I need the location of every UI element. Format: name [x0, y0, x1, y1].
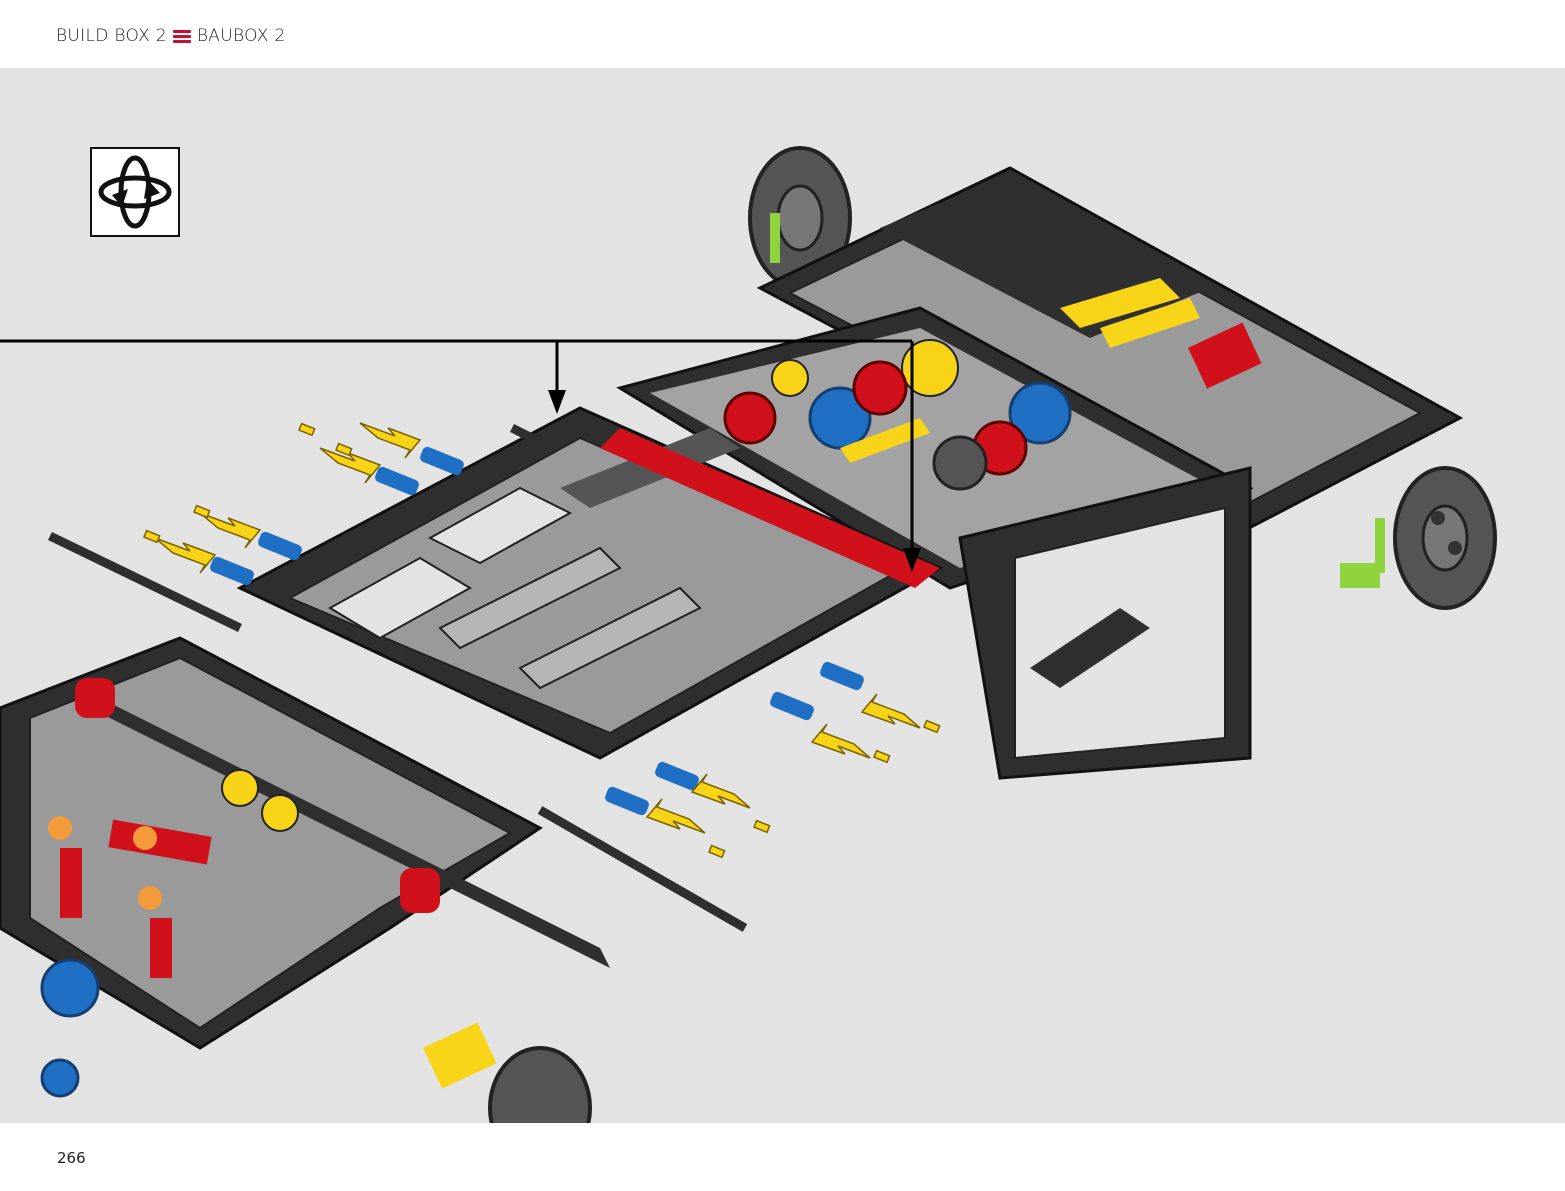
insertion-arrows: [143, 422, 941, 859]
long-axles: [48, 423, 748, 932]
rear-frame: [756, 166, 1464, 588]
rear-right-wheel: [1393, 466, 1497, 610]
main-chassis: [236, 406, 944, 760]
pins-right: [605, 661, 864, 816]
build-box-label: BUILD BOX 2 BAUBOX 2: [56, 26, 285, 46]
front-frame: [0, 636, 610, 1098]
build-box-en: BUILD BOX 2: [56, 26, 167, 46]
callout-arrowheads: [548, 390, 921, 572]
three-red-bars-icon: [172, 29, 191, 43]
page-number: 266: [57, 1149, 86, 1167]
model-illustration: [0, 146, 1497, 1123]
front-wheel: [488, 1046, 592, 1123]
pins-left: [210, 446, 464, 586]
build-box-de: BAUBOX 2: [196, 26, 286, 46]
rear-left-wheel: [748, 146, 852, 290]
instruction-stage: [0, 68, 1565, 1123]
page-header: BUILD BOX 2 BAUBOX 2: [0, 0, 1565, 68]
rotate-model-icon: [90, 147, 180, 237]
gearbox: [616, 306, 1254, 780]
